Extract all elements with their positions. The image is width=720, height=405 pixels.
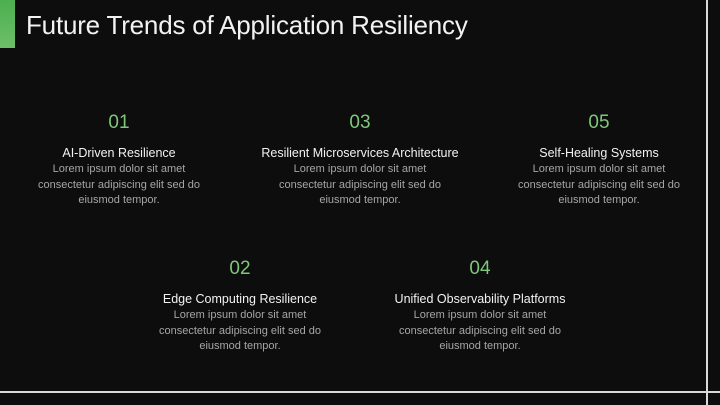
- slide-title: Future Trends of Application Resiliency: [26, 10, 468, 40]
- item-description: Lorem ipsum dolor sit amet consectetur a…: [278, 163, 442, 206]
- item-number: 01: [108, 112, 130, 133]
- trend-item-04: 04 Unified Observability Platforms Lorem…: [370, 258, 590, 355]
- item-number: 05: [588, 112, 610, 133]
- item-heading: Unified Observability Platforms: [394, 292, 566, 306]
- item-description: Lorem ipsum dolor sit amet consectetur a…: [398, 309, 562, 352]
- item-description: Lorem ipsum dolor sit amet consectetur a…: [158, 309, 322, 352]
- trend-item-02: 02 Edge Computing Resilience Lorem ipsum…: [130, 258, 350, 355]
- item-heading: Resilient Microservices Architecture: [261, 146, 459, 160]
- item-number: 04: [469, 258, 491, 279]
- trend-item-01: 01 AI-Driven Resilience Lorem ipsum dolo…: [9, 112, 229, 209]
- item-heading: Edge Computing Resilience: [162, 292, 318, 306]
- vertical-divider: [706, 0, 708, 405]
- title-accent-bar: [0, 0, 15, 48]
- trend-item-05: 05 Self-Healing Systems Lorem ipsum dolo…: [489, 112, 709, 209]
- trend-item-03: 03 Resilient Microservices Architecture …: [250, 112, 470, 209]
- horizontal-divider: [0, 391, 720, 393]
- item-heading: Self-Healing Systems: [539, 146, 659, 160]
- item-heading: AI-Driven Resilience: [62, 146, 176, 160]
- item-description: Lorem ipsum dolor sit amet consectetur a…: [37, 163, 201, 206]
- item-number: 02: [229, 258, 251, 279]
- item-number: 03: [349, 112, 371, 133]
- item-description: Lorem ipsum dolor sit amet consectetur a…: [517, 163, 681, 206]
